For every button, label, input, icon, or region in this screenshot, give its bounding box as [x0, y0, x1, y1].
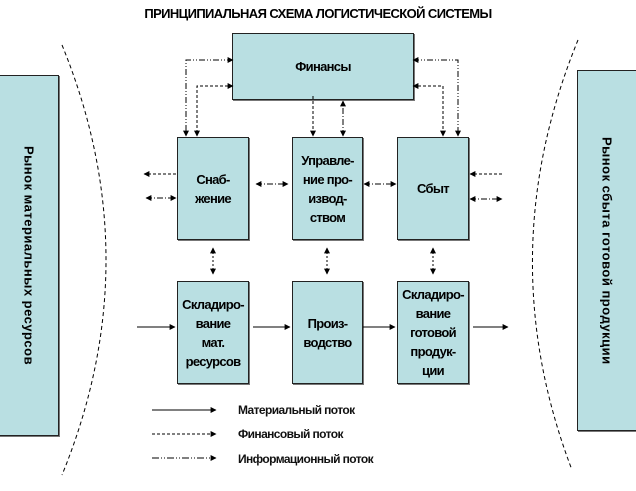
warehouse-products-label: Складиро- вание готовой продук- ции — [402, 287, 464, 378]
sales-box: Сбыт — [397, 137, 469, 240]
production-box: Произ- водство — [292, 281, 363, 384]
fin-flow-finance-supply — [194, 83, 234, 137]
warehouse-materials-label: Складиро- вание мат. ресурсов — [182, 296, 244, 369]
supply-label: Снаб- жение — [195, 171, 232, 206]
production-management-box: Управле- ние про- извод- ством — [292, 137, 363, 240]
fin-flow-finance-sales — [412, 83, 446, 137]
market-materials-label: Рынок материальных ресурсов — [21, 145, 37, 366]
left-market-boundary — [61, 44, 107, 476]
legend-information-label: Информационный поток — [238, 452, 374, 466]
legend-material-label: Материальный поток — [238, 403, 355, 417]
legend-financial-label: Финансовый поток — [238, 427, 343, 441]
right-market-boundary — [532, 39, 579, 471]
warehouse-products-box: Складиро- вание готовой продук- ции — [397, 281, 469, 384]
finance-label: Финансы — [295, 59, 351, 74]
info-flow-finance-supply — [183, 57, 234, 137]
production-management-label: Управле- ние про- извод- ством — [301, 152, 354, 225]
finance-box: Финансы — [232, 33, 414, 100]
sales-label: Сбыт — [417, 181, 450, 196]
diagram-title: ПРИНЦИПИАЛЬНАЯ СХЕМА ЛОГИСТИЧЕСКОЙ СИСТЕ… — [144, 6, 492, 21]
production-label: Произ- водство — [303, 315, 352, 350]
warehouse-materials-box: Складиро- вание мат. ресурсов — [177, 281, 249, 384]
market-materials-box: Рынок материальных ресурсов — [0, 75, 59, 436]
market-products-label: Рынок сбыта готовой продукции — [599, 136, 615, 365]
info-flow-finance-sales — [412, 57, 461, 137]
supply-box: Снаб- жение — [177, 137, 249, 240]
market-products-box: Рынок сбыта готовой продукции — [577, 70, 636, 431]
